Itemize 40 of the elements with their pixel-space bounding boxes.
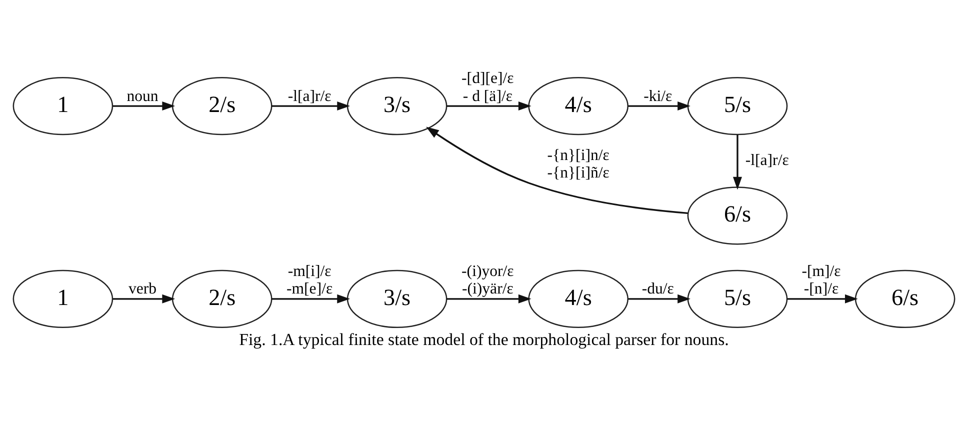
edge-label: -ki/ε — [644, 88, 672, 105]
edge-label: -(i)yor/ε — [462, 262, 514, 280]
node-ellipse: 1 — [12, 76, 114, 136]
node-ellipse: 6/s — [687, 186, 788, 245]
node-ellipse: 5/s — [687, 76, 788, 136]
arrow — [112, 102, 176, 111]
node-ellipse: 2/s — [172, 270, 272, 328]
edge-label: -(i)yär/ε — [462, 280, 514, 298]
edge-label: - d [ä]/ε — [462, 88, 512, 105]
arrow — [628, 102, 690, 111]
edge-label: -{n}[i]n/ε — [547, 146, 610, 164]
caption: Fig. 1.A typical finite state model of the morphological parser for nouns. — [239, 330, 729, 350]
edge-label: -l[a]r/ε — [288, 88, 332, 105]
arrow — [272, 294, 350, 304]
edge-label: -m[i]/ε — [288, 262, 332, 280]
node-ellipse: 5/s — [687, 270, 788, 328]
edge-label: -m[e]/ε — [286, 280, 333, 298]
edge-label: -{n}[i]ñ/ε — [547, 164, 610, 182]
arrow — [732, 134, 742, 190]
node-ellipse: 3/s — [346, 270, 448, 328]
node-ellipse: 1 — [12, 270, 114, 328]
node-ellipse: 4/s — [528, 76, 628, 136]
edge-label: -[m]/ε — [802, 262, 841, 280]
arrow — [787, 294, 858, 304]
arrow — [426, 126, 688, 214]
node-ellipse: 4/s — [528, 270, 628, 328]
edge-label: verb — [128, 280, 157, 298]
edge-label: noun — [126, 88, 158, 105]
arrow — [272, 102, 350, 111]
node-ellipse: 6/s — [854, 270, 956, 328]
edge-label: -l[a]r/ε — [745, 152, 789, 170]
arrow — [446, 102, 532, 111]
node-ellipse: 2/s — [172, 76, 272, 136]
edge-label: -du/ε — [642, 280, 674, 298]
arrow — [446, 294, 532, 304]
edge-label: -[n]/ε — [804, 280, 839, 298]
arrow — [112, 294, 176, 304]
arrow — [628, 294, 690, 304]
node-ellipse: 3/s — [346, 76, 448, 136]
edge-label: -[d][e]/ε — [462, 70, 514, 87]
